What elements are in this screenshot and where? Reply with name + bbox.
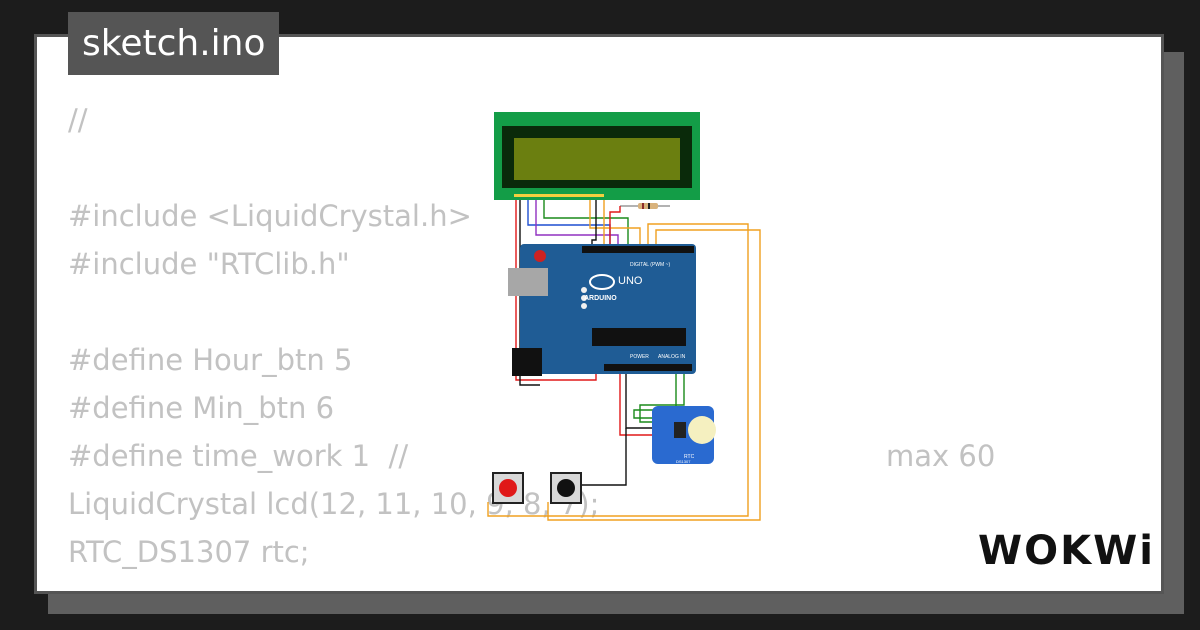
circuit-diagram: ARDUINO UNO DIGITAL (PWM ~) POWER ANALOG… bbox=[487, 112, 761, 521]
board-model-label: UNO bbox=[618, 275, 643, 287]
power-header-label: POWER bbox=[630, 354, 649, 360]
led-indicator bbox=[581, 303, 587, 309]
rtc-chip-label: DS1307 bbox=[676, 459, 691, 464]
wire-button bbox=[487, 223, 749, 517]
rtc-battery bbox=[688, 416, 716, 444]
arduino-uno-board: ARDUINO UNO DIGITAL (PWM ~) POWER ANALOG… bbox=[508, 244, 696, 376]
wire-signal bbox=[527, 200, 611, 250]
code-line: #define Min_btn 6 bbox=[68, 391, 335, 425]
arduino-logo-mark bbox=[589, 274, 615, 290]
wire-signal bbox=[589, 200, 641, 250]
led-indicator bbox=[581, 287, 587, 293]
lcd-screen bbox=[514, 138, 680, 180]
code-line: #define Hour_btn 5 bbox=[68, 343, 353, 377]
wokwi-logo: WOKWi bbox=[978, 528, 1155, 574]
digital-header bbox=[582, 246, 694, 253]
code-line: #include "RTClib.h" bbox=[68, 247, 350, 281]
resistor bbox=[620, 203, 670, 209]
code-line: #include <LiquidCrystal.h> bbox=[68, 199, 472, 233]
analog-header-label: ANALOG IN bbox=[658, 354, 686, 360]
wire-signal bbox=[535, 200, 619, 250]
code-trailing-comment: max 60 bbox=[886, 439, 996, 473]
led-indicator bbox=[581, 295, 587, 301]
wire-button bbox=[547, 229, 761, 521]
power-analog-header bbox=[604, 364, 692, 371]
digital-header-label: DIGITAL (PWM ~) bbox=[630, 262, 670, 268]
lcd-pins bbox=[514, 194, 604, 197]
atmega-chip bbox=[592, 328, 686, 346]
red-button bbox=[492, 472, 524, 504]
wire-signal bbox=[609, 206, 621, 250]
rtc-module: RTC DS1307 bbox=[652, 406, 716, 464]
wire-signal bbox=[543, 200, 629, 250]
rtc-label: RTC bbox=[684, 454, 695, 460]
code-line: // bbox=[68, 103, 88, 137]
sketch-filename: sketch.ino bbox=[68, 12, 280, 75]
code-line: #define time_work 1 // bbox=[68, 439, 409, 473]
power-jack bbox=[512, 348, 542, 376]
rtc-chip bbox=[674, 422, 686, 438]
arduino-logo-text: ARDUINO bbox=[584, 295, 617, 302]
lcd-display bbox=[494, 112, 700, 200]
reset-button bbox=[534, 250, 546, 262]
wire-rtc-power bbox=[619, 362, 660, 436]
usb-port bbox=[508, 268, 548, 296]
wire-rtc-sda bbox=[633, 362, 677, 419]
code-line: RTC_DS1307 rtc; bbox=[68, 535, 310, 569]
wire-rtc-scl bbox=[639, 362, 685, 423]
black-button bbox=[550, 472, 582, 504]
